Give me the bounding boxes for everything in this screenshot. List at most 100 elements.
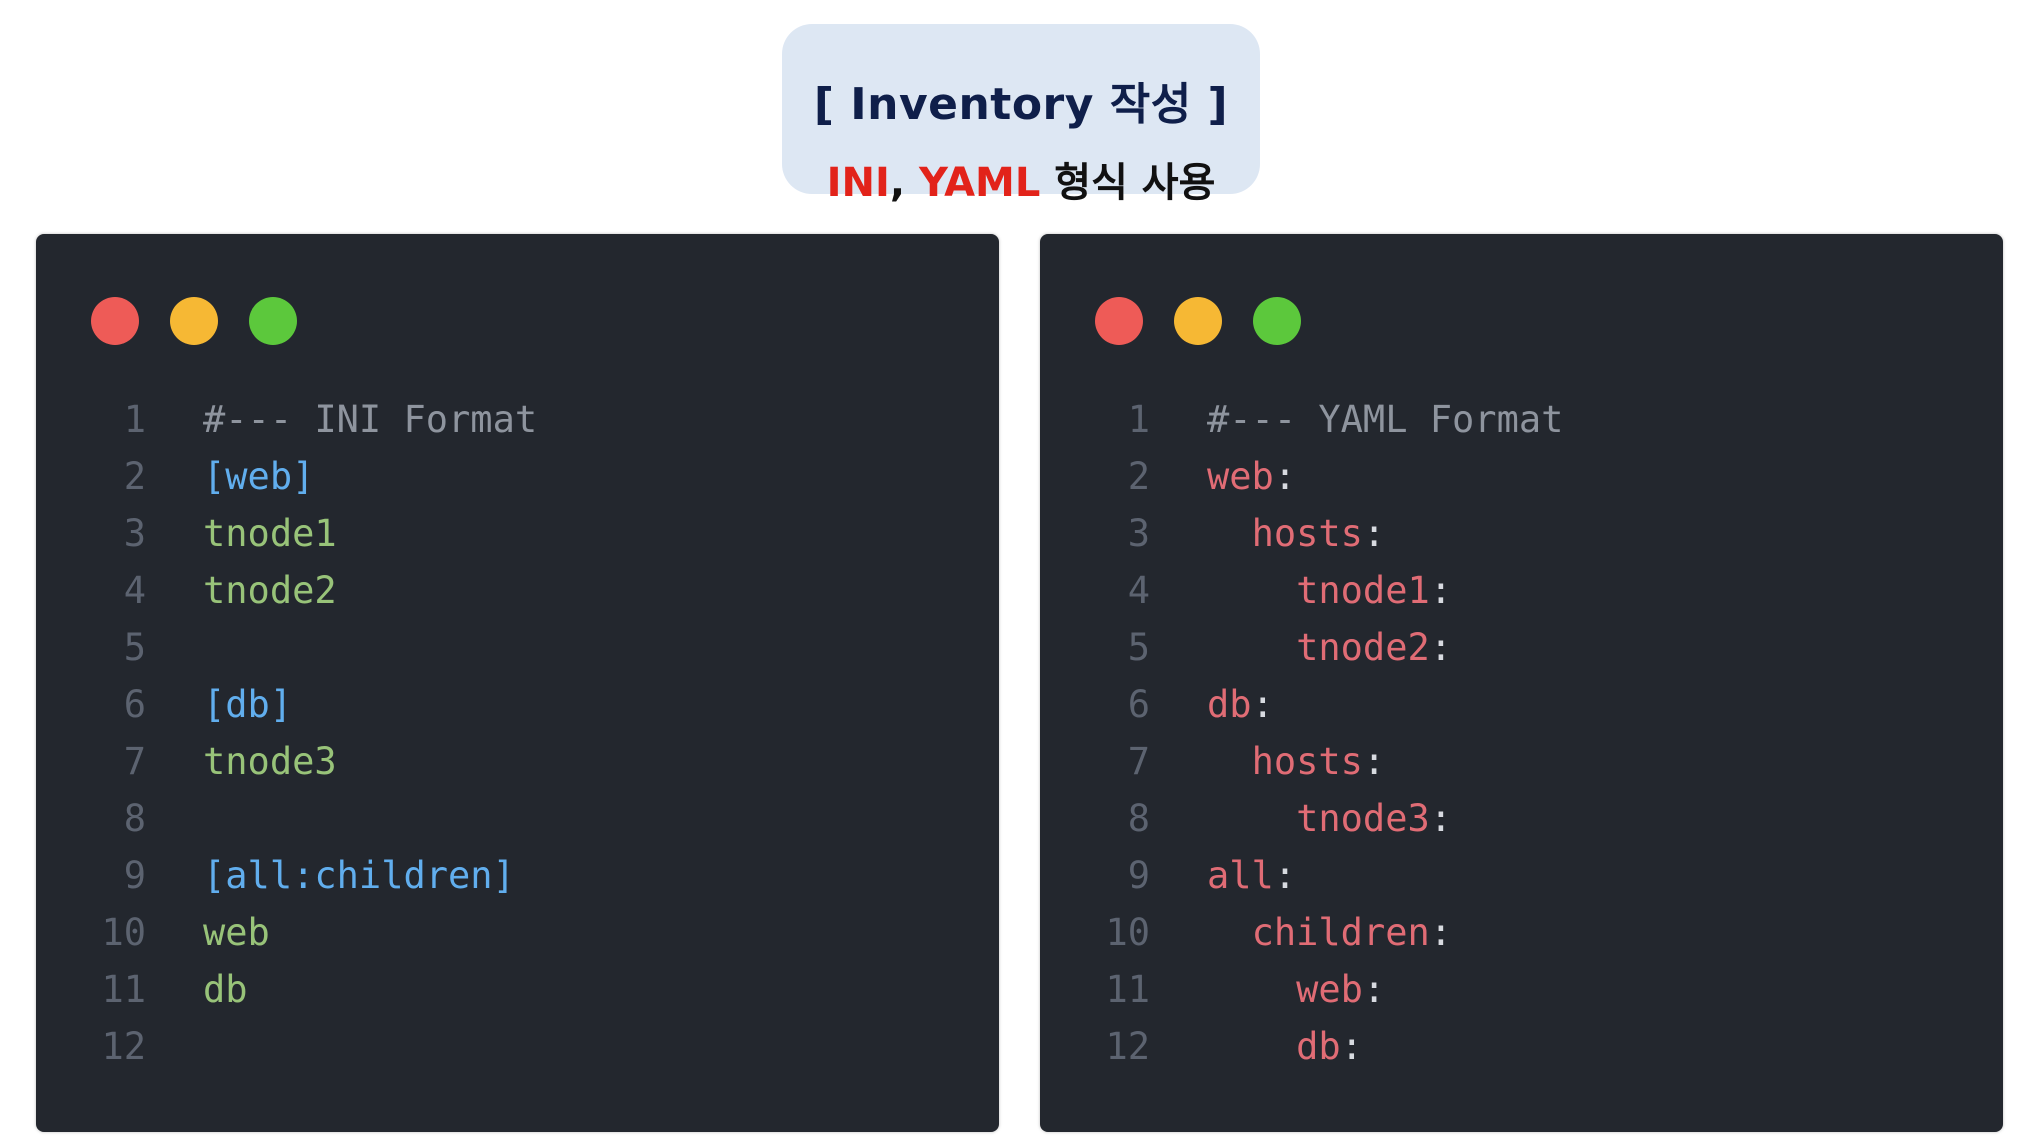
yaml-colon: :: [1429, 569, 1453, 612]
code-line: 5: [36, 619, 999, 676]
line-number: 12: [1105, 1025, 1150, 1068]
code-line: 8: [36, 790, 999, 847]
line-number: 9: [123, 854, 146, 897]
line-number: 1: [1127, 398, 1150, 441]
maximize-dot-icon[interactable]: [1253, 297, 1301, 345]
yaml-entry: tnode3:: [1207, 790, 1452, 847]
ini-host: tnode1: [203, 512, 337, 555]
line-number: 2: [1127, 455, 1150, 498]
yaml-key: web: [1296, 968, 1363, 1011]
title-card: [ Inventory 작성 ] INI, YAML 형식 사용: [782, 24, 1260, 206]
yaml-colon: :: [1273, 455, 1297, 498]
yaml-indent: [1207, 968, 1296, 1011]
code-line: 10 children:: [1040, 904, 2003, 961]
line-number: 7: [1127, 740, 1150, 783]
code-line: 12: [36, 1018, 999, 1075]
code-comment: #--- INI Format: [203, 398, 538, 441]
line-number: 12: [101, 1025, 146, 1068]
ini-section: [web]: [203, 455, 315, 498]
yaml-colon: :: [1362, 740, 1386, 783]
code-line: 2 web:: [1040, 448, 2003, 505]
code-line: 3 hosts:: [1040, 505, 2003, 562]
minimize-dot-icon[interactable]: [1174, 297, 1222, 345]
yaml-indent: [1207, 1025, 1296, 1068]
code-line: 6 db:: [1040, 676, 2003, 733]
yaml-colon: :: [1362, 512, 1386, 555]
close-dot-icon[interactable]: [91, 297, 139, 345]
line-number: 4: [123, 569, 146, 612]
line-number: 3: [123, 512, 146, 555]
line-number: 11: [1105, 968, 1150, 1011]
line-number: 8: [1127, 797, 1150, 840]
code-line: 10 web: [36, 904, 999, 961]
maximize-dot-icon[interactable]: [249, 297, 297, 345]
code-line: 6[db]: [36, 676, 999, 733]
yaml-indent: [1207, 569, 1296, 612]
yaml-entry: db:: [1207, 1018, 1363, 1075]
yaml-entry: tnode1:: [1207, 562, 1452, 619]
minimize-dot-icon[interactable]: [170, 297, 218, 345]
yaml-key: hosts: [1251, 740, 1363, 783]
ini-section: [all:children]: [203, 854, 515, 897]
ini-section: [db]: [203, 683, 293, 726]
code-comment: #--- YAML Format: [1207, 398, 1564, 441]
code-line: 7 tnode3: [36, 733, 999, 790]
yaml-key: db: [1207, 683, 1252, 726]
yaml-key: all: [1207, 854, 1274, 897]
line-number: 8: [123, 797, 146, 840]
line-number: 7: [123, 740, 146, 783]
line-number: 2: [123, 455, 146, 498]
yaml-indent: [1207, 911, 1252, 954]
subtitle-yaml: YAML: [918, 160, 1041, 206]
yaml-key: db: [1296, 1025, 1341, 1068]
code-line: 12 db:: [1040, 1018, 2003, 1075]
code-line: 9 all:: [1040, 847, 2003, 904]
yaml-indent: [1207, 512, 1252, 555]
code-line: 2 [web]: [36, 448, 999, 505]
yaml-entry: hosts:: [1207, 733, 1386, 790]
yaml-colon: :: [1429, 911, 1453, 954]
subtitle-separator: ,: [889, 160, 919, 206]
line-number: 10: [1105, 911, 1150, 954]
yaml-indent: [1207, 797, 1296, 840]
yaml-colon: :: [1429, 797, 1453, 840]
code-line: 5 tnode2:: [1040, 619, 2003, 676]
yaml-code-block: 1 #--- YAML Format 2 web: 3 hosts: 4 tnode…: [1040, 391, 2003, 1075]
yaml-key: hosts: [1251, 512, 1363, 555]
line-number: 3: [1127, 512, 1150, 555]
ini-host: tnode2: [203, 569, 337, 612]
ini-host: db: [203, 968, 248, 1011]
code-line: 1 #--- YAML Format: [1040, 391, 2003, 448]
ini-host: tnode3: [203, 740, 337, 783]
ini-host: web: [203, 911, 270, 954]
line-number: 10: [101, 911, 146, 954]
yaml-colon: :: [1429, 626, 1453, 669]
yaml-key: web: [1207, 455, 1274, 498]
subtitle-ini: INI: [826, 160, 890, 206]
line-number: 6: [1127, 683, 1150, 726]
yaml-colon: :: [1340, 1025, 1363, 1068]
yaml-key: children: [1251, 911, 1430, 954]
yaml-indent: [1207, 626, 1296, 669]
code-line: 8 tnode3:: [1040, 790, 2003, 847]
page-subtitle: INI, YAML 형식 사용: [782, 150, 1260, 208]
yaml-indent: [1207, 740, 1252, 783]
yaml-entry: web:: [1207, 448, 1296, 505]
line-number: 5: [123, 626, 146, 669]
page-title: [ Inventory 작성 ]: [813, 79, 1229, 130]
yaml-entry: hosts:: [1207, 505, 1386, 562]
subtitle-rest: 형식 사용: [1040, 160, 1216, 206]
close-dot-icon[interactable]: [1095, 297, 1143, 345]
yaml-colon: :: [1273, 854, 1297, 897]
yaml-entry: web:: [1207, 961, 1385, 1018]
code-line: 3 tnode1: [36, 505, 999, 562]
code-line: 11 web:: [1040, 961, 2003, 1018]
code-line: 9 [all:children]: [36, 847, 999, 904]
yaml-entry: db:: [1207, 676, 1274, 733]
code-line: 1#--- INI Format: [36, 391, 999, 448]
line-number: 9: [1127, 854, 1150, 897]
yaml-key: tnode3: [1296, 797, 1430, 840]
code-line: 4 tnode1:: [1040, 562, 2003, 619]
